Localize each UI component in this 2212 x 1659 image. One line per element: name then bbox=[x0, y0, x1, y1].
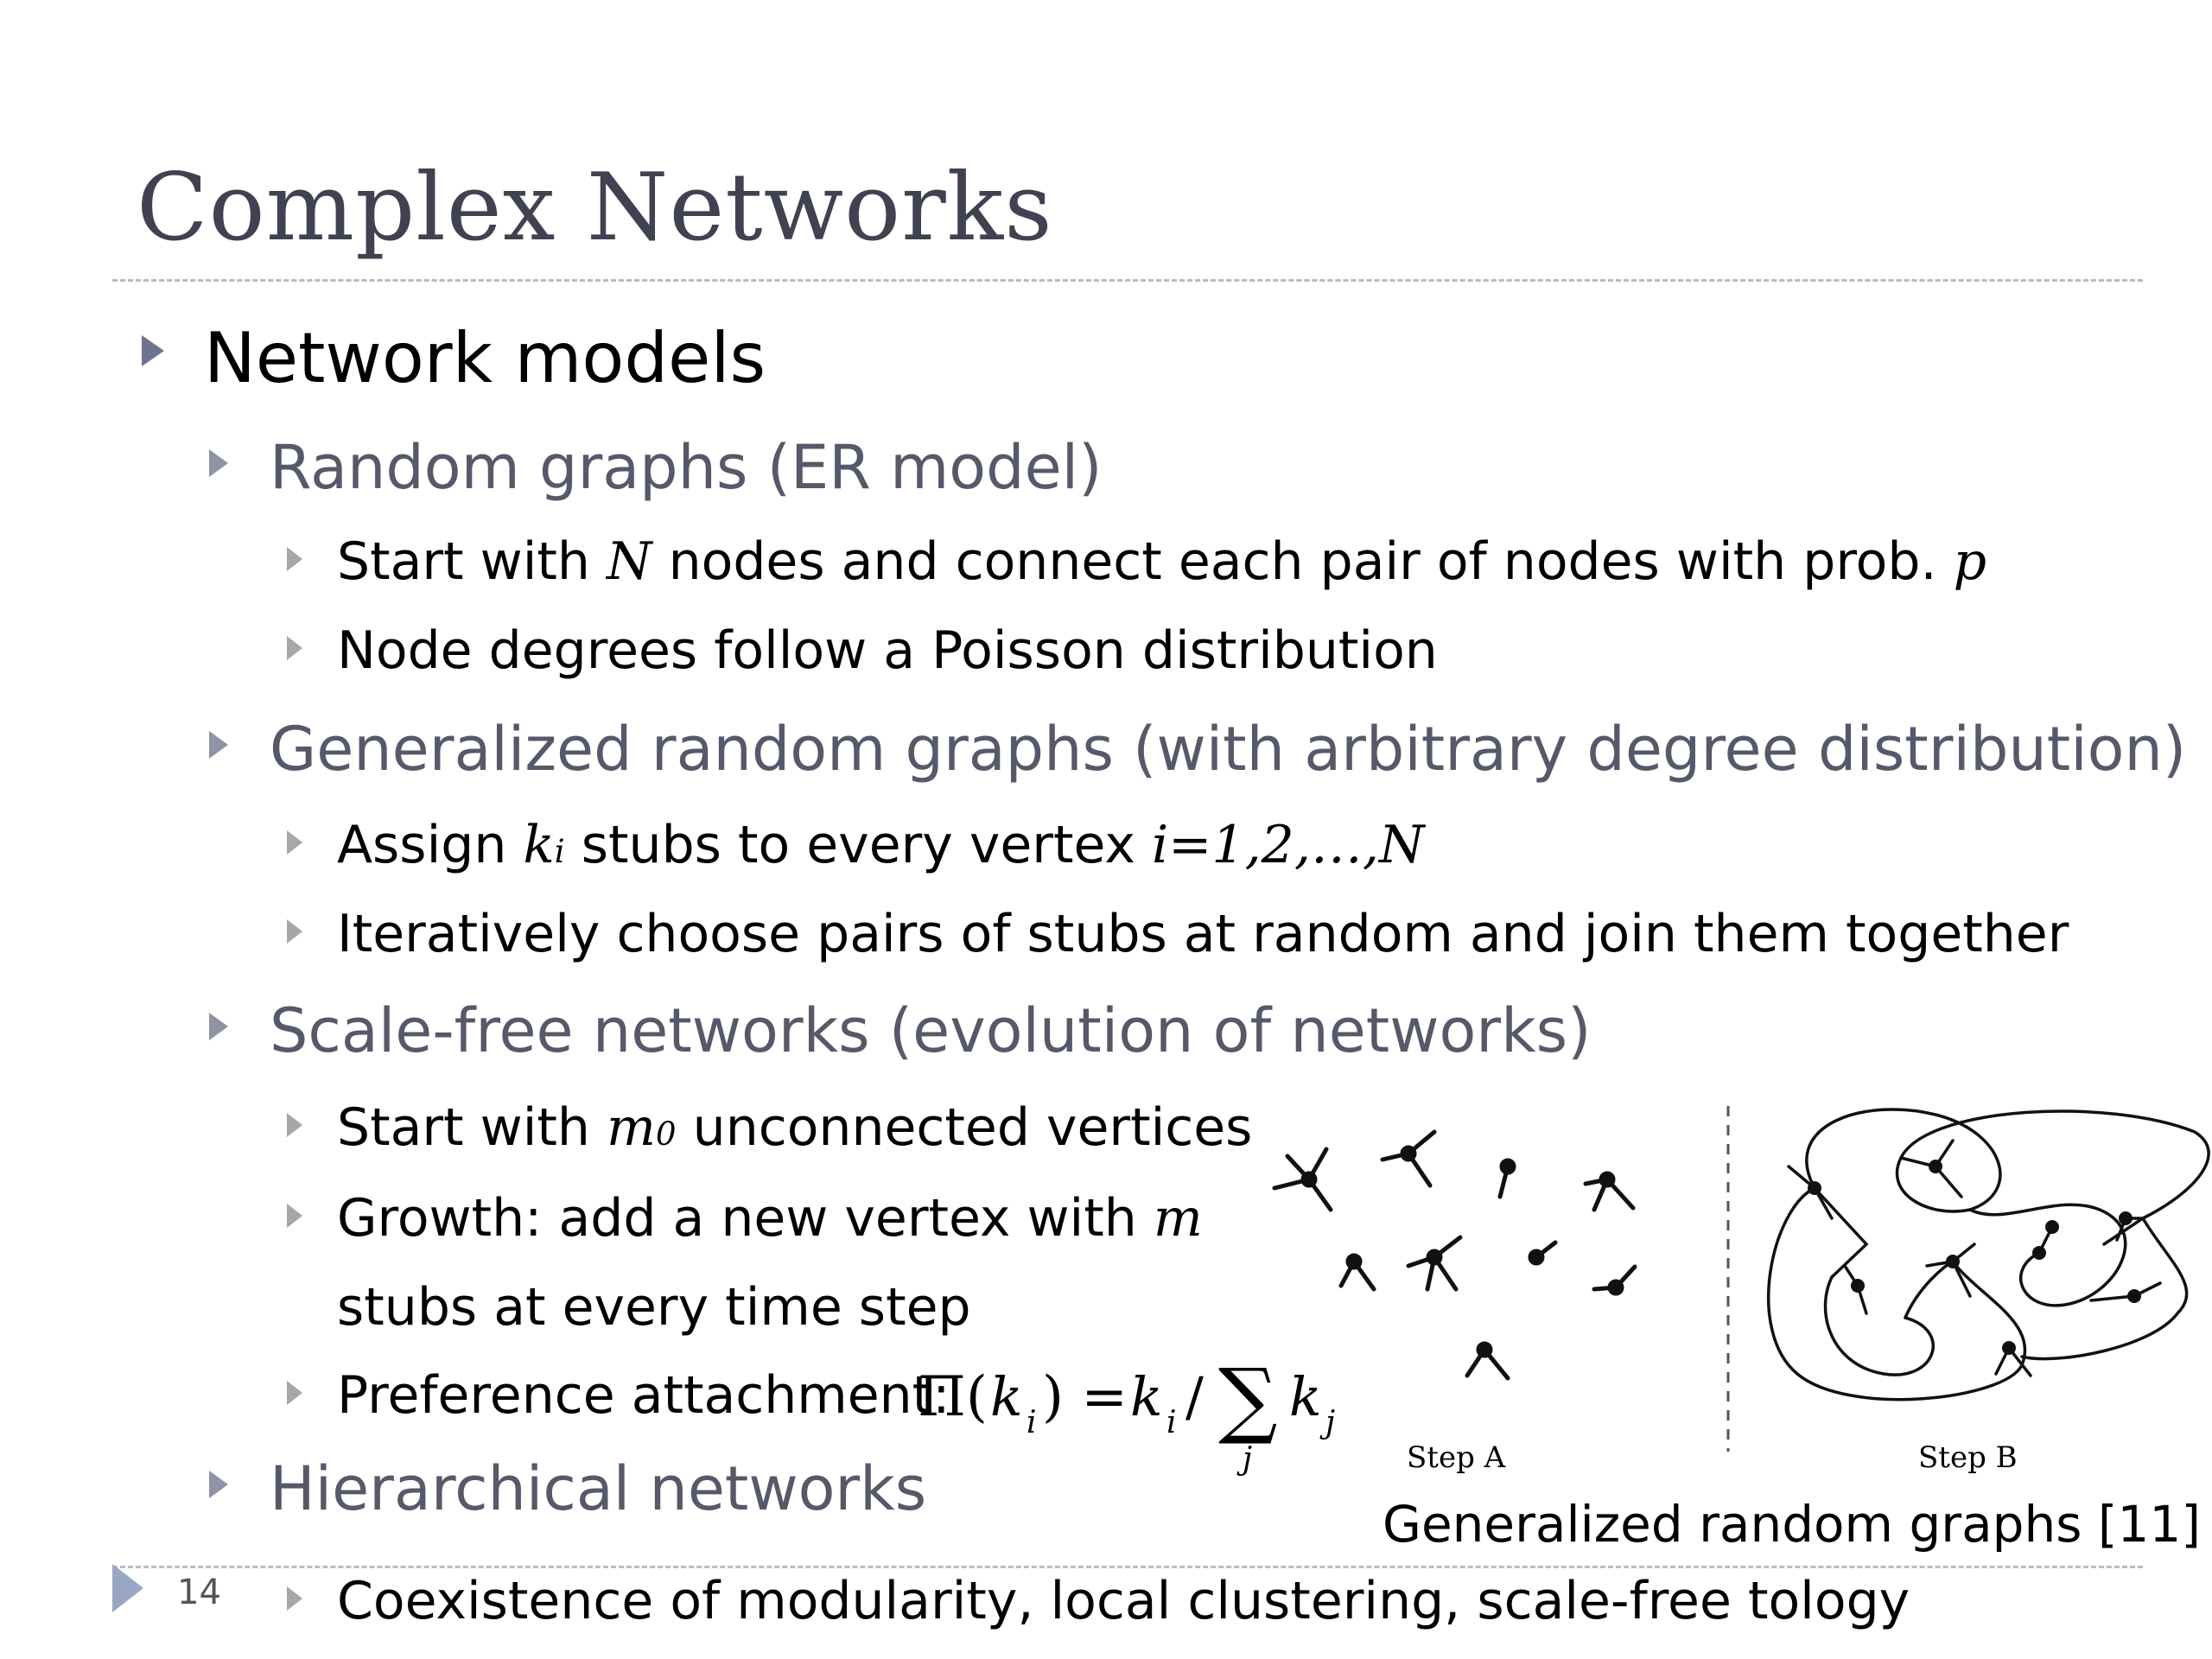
bullet-triangle-icon bbox=[287, 919, 302, 944]
math-var-p: p bbox=[1953, 531, 1987, 592]
bullet-rg-start: Start with N nodes and connect each pair… bbox=[287, 531, 1987, 592]
bullet-text: Preference attachment: bbox=[337, 1365, 950, 1426]
formula-sigma: ∑ bbox=[1218, 1351, 1278, 1447]
formula-k: k bbox=[1130, 1365, 1163, 1428]
bullet-triangle-icon bbox=[287, 636, 302, 660]
figure-caption: Generalized random graphs [11] bbox=[1382, 1495, 2201, 1554]
step-b-nodes bbox=[1808, 1160, 2141, 1355]
bullet-text: nodes and connect each pair of nodes wit… bbox=[652, 531, 1954, 592]
footer-divider bbox=[112, 1566, 2143, 1568]
bullet-text: Assign bbox=[337, 815, 524, 875]
bullet-random-graphs: Random graphs (ER model) bbox=[209, 432, 1103, 503]
bullet-triangle-icon bbox=[287, 1586, 302, 1611]
bullet-triangle-icon bbox=[287, 830, 302, 855]
bullet-text: stubs to every vertex bbox=[564, 815, 1152, 875]
title-divider bbox=[112, 279, 2143, 282]
bullet-triangle-icon bbox=[287, 547, 302, 571]
preference-formula: Π( k i ) = k i / ∑ j k j bbox=[918, 1351, 1335, 1477]
bullet-text: Hierarchical networks bbox=[270, 1453, 927, 1524]
bullet-gen-assign: Assign ki stubs to every vertex i=1,2,…,… bbox=[287, 815, 1425, 875]
math-sub-i: i bbox=[554, 832, 565, 870]
step-b-graph bbox=[1767, 1108, 2210, 1402]
bullet-sf-growth-line2: stubs at every time step bbox=[337, 1277, 971, 1338]
bullet-sf-pref: Preference attachment: bbox=[287, 1365, 950, 1426]
bullet-text: Start with bbox=[337, 531, 607, 592]
bullet-triangle-icon bbox=[209, 731, 228, 759]
formula-slash: / bbox=[1185, 1365, 1204, 1428]
bullet-sf-start: Start with m0 unconnected vertices bbox=[287, 1097, 1253, 1158]
bullet-text: Coexistence of modularity, local cluster… bbox=[337, 1571, 1910, 1631]
bullet-triangle-icon bbox=[209, 449, 228, 477]
bullet-text: Node degrees follow a Poisson distributi… bbox=[337, 620, 1438, 681]
slide-title: Complex Networks bbox=[137, 154, 1053, 262]
bullet-triangle-icon bbox=[142, 335, 164, 366]
bullet-triangle-icon bbox=[287, 1204, 302, 1228]
step-a-label: Step A bbox=[1407, 1440, 1506, 1475]
bullet-triangle-icon bbox=[209, 1471, 228, 1498]
bullet-text: Growth: add a new vertex with bbox=[337, 1188, 1154, 1249]
generalized-random-graph-figure: Step A Step B bbox=[1272, 1106, 2210, 1475]
bullet-sf-growth: Growth: add a new vertex with m bbox=[287, 1188, 1203, 1249]
bullet-scale-free: Scale-free networks (evolution of networ… bbox=[209, 995, 1592, 1066]
bullet-hierarchical: Hierarchical networks bbox=[209, 1453, 927, 1524]
footer-triangle-icon bbox=[112, 1564, 143, 1612]
bullet-text: stubs at every time step bbox=[337, 1277, 971, 1338]
bullet-text: Generalized random graphs (with arbitrar… bbox=[270, 714, 2187, 785]
step-a-stubs bbox=[1272, 1129, 1637, 1381]
formula-k: k bbox=[990, 1365, 1023, 1428]
bullet-text: Start with bbox=[337, 1097, 607, 1158]
bullet-rg-poisson: Node degrees follow a Poisson distributi… bbox=[287, 620, 1438, 681]
formula-sub-i: i bbox=[1027, 1405, 1037, 1440]
formula-pi: Π( bbox=[918, 1365, 988, 1429]
math-range: i=1,2,…,N bbox=[1151, 815, 1425, 875]
bullet-triangle-icon bbox=[287, 1381, 302, 1405]
bullet-text: Iteratively choose pairs of stubs at ran… bbox=[337, 904, 2069, 964]
bullet-generalized: Generalized random graphs (with arbitrar… bbox=[209, 714, 2187, 785]
bullet-text: Network models bbox=[204, 318, 766, 398]
bullet-text: unconnected vertices bbox=[676, 1097, 1253, 1158]
math-var-m: m bbox=[1153, 1188, 1203, 1249]
bullet-gen-iter: Iteratively choose pairs of stubs at ran… bbox=[287, 904, 2069, 964]
formula-k: k bbox=[1289, 1365, 1322, 1428]
bullet-coexistence: Coexistence of modularity, local cluster… bbox=[287, 1571, 1910, 1631]
step-b-label: Step B bbox=[1918, 1440, 2018, 1475]
math-sub-0: 0 bbox=[655, 1115, 677, 1153]
bullet-triangle-icon bbox=[287, 1113, 302, 1137]
math-var-n: N bbox=[607, 531, 652, 592]
math-var-k: k bbox=[523, 815, 555, 875]
formula-sub-i: i bbox=[1166, 1405, 1177, 1440]
bullet-network-models: Network models bbox=[142, 318, 766, 398]
page-number: 14 bbox=[177, 1573, 221, 1612]
bullet-text: Random graphs (ER model) bbox=[270, 432, 1103, 503]
bullet-text: Scale-free networks (evolution of networ… bbox=[270, 995, 1592, 1066]
bullet-triangle-icon bbox=[209, 1013, 228, 1040]
math-var-m: m bbox=[607, 1097, 656, 1158]
formula-close: ) = bbox=[1042, 1365, 1128, 1429]
